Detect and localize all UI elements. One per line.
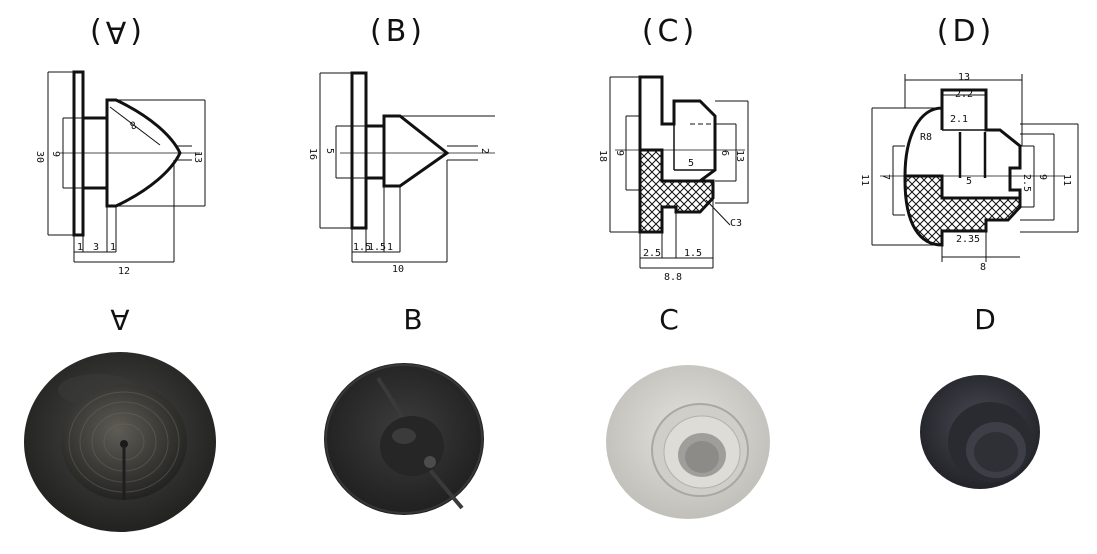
drawing-c: [609, 75, 749, 269]
dim-d-3: 2.1: [950, 114, 968, 125]
dim-a-2: 9: [50, 151, 61, 157]
dim-d-4: R8: [920, 132, 932, 143]
drawing-b: [319, 71, 495, 263]
drawing-b-flange: [350, 71, 368, 230]
dim-a-6: 3: [93, 242, 99, 253]
dim-d-10: 11: [1061, 174, 1072, 186]
dim-d-2: 2.2: [955, 89, 973, 100]
dim-b-4: 1.5: [353, 242, 371, 253]
dim-d-11: 2.35: [956, 234, 980, 245]
dim-d-7: 7: [880, 174, 891, 180]
drawing-b-cone: [382, 114, 450, 188]
dim-d-9: 2.5: [1021, 174, 1032, 192]
dim-a-7: 1: [110, 242, 116, 253]
drawing-c-dimensions: 18 9 6 13 5 C3 2.5 1.5 8.8: [597, 150, 745, 283]
panel-title-d: (D): [936, 14, 996, 49]
photo-c: [606, 365, 770, 519]
drawing-a: [47, 70, 206, 263]
dim-c-2: 9: [614, 150, 625, 156]
dim-c-4: 13: [734, 150, 745, 162]
panel-title-b: (B): [370, 14, 426, 49]
caption-b: B: [403, 303, 423, 336]
dim-a-5: 1: [77, 242, 83, 253]
photo-b: [324, 363, 484, 515]
drawing-d: [871, 74, 1079, 262]
panel-title-a-close: ): [130, 14, 146, 49]
panel-title-a-open: (: [90, 14, 106, 49]
dim-c-5: 5: [688, 158, 694, 169]
dim-b-2: 5: [324, 148, 335, 154]
dim-b-7: 10: [392, 264, 404, 275]
dim-b-5: 1.5: [368, 242, 386, 253]
photo-a: [24, 352, 216, 532]
dim-d-12: 8: [980, 262, 986, 273]
dim-a-4: 13: [192, 151, 203, 163]
dim-b-6: 1: [387, 242, 393, 253]
caption-d: D: [974, 303, 996, 336]
dim-c-3: 6: [719, 150, 730, 156]
dim-b-3: 2: [479, 148, 490, 154]
dim-a-3: 8: [128, 118, 137, 130]
drawing-c-outline: [638, 75, 717, 183]
dim-d-5: 5: [966, 176, 972, 187]
drawing-b-neck: [364, 124, 386, 180]
dim-d-8: 9: [1037, 174, 1048, 180]
dim-c-8: 1.5: [684, 248, 702, 259]
dim-a-1: 30: [34, 151, 45, 163]
dim-a-8: 12: [118, 266, 130, 277]
dim-c-6: C3: [730, 218, 742, 229]
panel-title-c: (C): [641, 14, 699, 49]
panel-title-a: (A): [58, 14, 178, 49]
photo-d: [920, 375, 1040, 489]
dim-d-1: 13: [958, 72, 970, 83]
drawing-d-dimensions: 13 2.2 2.1 R8 5 11 7 9 2.5 11 2.35 8: [859, 72, 1072, 273]
dim-c-9: 8.8: [664, 272, 682, 283]
dim-c-1: 18: [597, 150, 608, 162]
dim-c-7: 2.5: [643, 248, 661, 259]
drawing-d-hatched-section: [903, 174, 1022, 247]
dim-b-1: 16: [307, 148, 318, 160]
caption-c: C: [659, 303, 679, 336]
drawing-a-dimensions: 30 9 8 13 1 3 1 12: [34, 118, 203, 277]
drawing-b-dimensions: 16 5 2 1.5 1.5 1 10: [307, 148, 490, 275]
dim-d-6: 11: [859, 174, 870, 186]
